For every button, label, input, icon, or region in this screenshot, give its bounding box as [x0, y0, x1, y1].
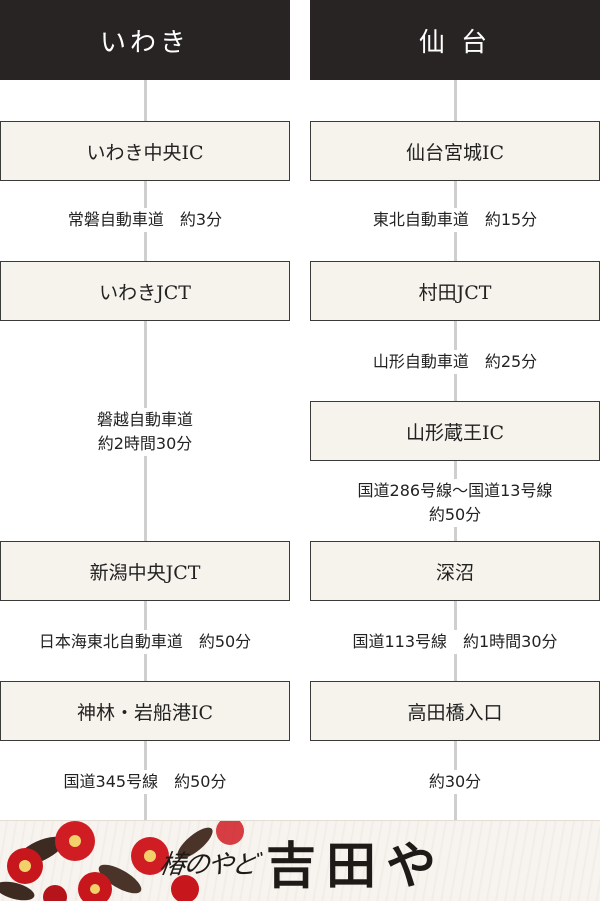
- logo-subtitle: 椿のやど: [157, 849, 258, 880]
- segment-nihonkai-tohoku-expressway: 日本海東北自動車道 約50分: [0, 622, 290, 662]
- segment-time: 約2時間30分: [94, 432, 196, 456]
- segment-route-286-13: 国道286号線～国道13号線 約50分: [310, 478, 600, 528]
- segment-label: 国道113号線 約1時間30分: [349, 630, 561, 654]
- route-sendai: 仙 台 仙台宮城IC 東北自動車道 約15分 村田JCT 山形自動車道 約25分…: [310, 0, 600, 820]
- route-iwaki: いわき いわき中央IC 常磐自動車道 約3分 いわきJCT 磐越自動車道 約2時…: [0, 0, 290, 820]
- camellia-illustration: [0, 821, 244, 901]
- origin-header-iwaki: いわき: [0, 0, 290, 80]
- segment-final-leg: 約30分: [310, 762, 600, 802]
- node-murata-jct: 村田JCT: [310, 261, 600, 321]
- segment-label: 国道286号線～国道13号線: [354, 479, 556, 503]
- node-iwaki-jct: いわきJCT: [0, 261, 290, 321]
- node-niigata-chuo-jct: 新潟中央JCT: [0, 541, 290, 601]
- node-kamihayashi-iwafunekou-ic: 神林・岩船港IC: [0, 681, 290, 741]
- node-takatabashi-iriguchi: 高田橋入口: [310, 681, 600, 741]
- node-fukanuma: 深沼: [310, 541, 600, 601]
- segment-label: 日本海東北自動車道 約50分: [35, 630, 255, 654]
- segment-label: 国道345号線 約50分: [60, 770, 230, 794]
- inn-logo: 椿のやど 吉田や: [157, 827, 460, 897]
- segment-yamagata-expressway: 山形自動車道 約25分: [310, 342, 600, 382]
- node-iwaki-chuo-ic: いわき中央IC: [0, 121, 290, 181]
- segment-label: 磐越自動車道: [93, 408, 196, 432]
- segment-joban-expressway: 常磐自動車道 約3分: [0, 200, 290, 240]
- node-yamagata-zao-ic: 山形蔵王IC: [310, 401, 600, 461]
- segment-label: 常磐自動車道 約3分: [64, 208, 226, 232]
- origin-header-sendai: 仙 台: [310, 0, 600, 80]
- segment-label: 東北自動車道 約15分: [369, 208, 541, 232]
- segment-tohoku-expressway: 東北自動車道 約15分: [310, 200, 600, 240]
- destination-banner: 椿のやど 吉田や: [0, 820, 600, 901]
- segment-time: 約50分: [425, 503, 485, 527]
- segment-label: 山形自動車道 約25分: [369, 350, 541, 374]
- segment-route-113: 国道113号線 約1時間30分: [310, 622, 600, 662]
- segment-label: 約30分: [425, 770, 485, 794]
- segment-banetsu-expressway: 磐越自動車道 約2時間30分: [0, 400, 290, 464]
- segment-route-345: 国道345号線 約50分: [0, 762, 290, 802]
- logo-name: 吉田や: [266, 836, 447, 895]
- node-sendai-miyagi-ic: 仙台宮城IC: [310, 121, 600, 181]
